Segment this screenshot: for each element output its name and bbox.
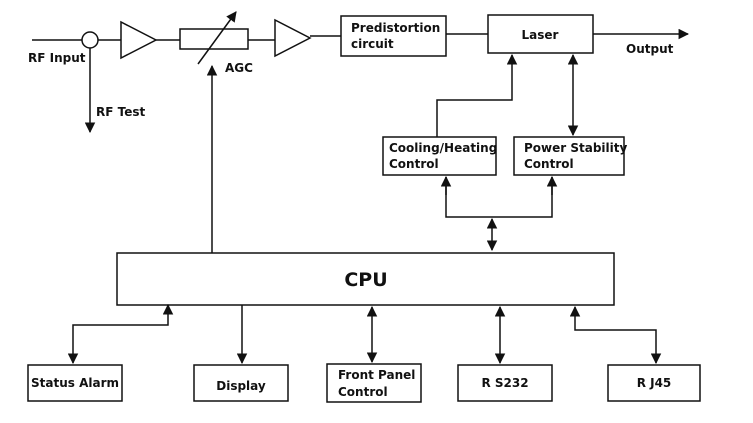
cooling-heating-control-block	[382, 136, 497, 176]
predistortion-label-line1: Predistortion	[351, 21, 440, 35]
rf-input-label: RF Input	[28, 51, 86, 65]
cooling-label-line2: Control	[389, 157, 439, 171]
laser-label: Laser	[522, 28, 559, 42]
rj45-label: R J45	[637, 376, 672, 390]
agc-label: AGC	[225, 61, 253, 75]
cpu-label: CPU	[344, 269, 387, 291]
power-control-bus-line	[492, 177, 553, 218]
predistortion-label-line2: circuit	[351, 37, 394, 51]
power-label-line2: Control	[524, 157, 574, 171]
cooling-to-laser-arrow	[436, 53, 518, 137]
cpu-block	[116, 252, 615, 306]
rj45-block	[607, 364, 701, 402]
display-label: Display	[216, 379, 266, 393]
agc-variable-arrow	[197, 11, 237, 65]
status-alarm-label: Status Alarm	[31, 376, 119, 390]
cooling-control-bus-line	[445, 177, 492, 218]
display-block	[193, 364, 289, 402]
cpu-rj45-arrow	[569, 305, 662, 365]
power-stability-control-block	[513, 136, 625, 176]
rs232-label: R S232	[481, 376, 528, 390]
laser-block	[487, 14, 594, 54]
rs232-block	[457, 364, 553, 402]
rf-coupler-circle	[81, 31, 99, 49]
rf-test-label: RF Test	[96, 105, 145, 119]
front-panel-label-line2: Control	[338, 385, 388, 399]
amplifier-1-icon	[120, 20, 158, 60]
status-alarm-block	[27, 364, 123, 402]
predistortion-circuit-block	[340, 15, 447, 57]
amplifier-2-icon	[274, 18, 312, 58]
front-panel-label-line1: Front Panel	[338, 368, 415, 382]
cpu-status-alarm-arrow	[67, 303, 174, 365]
front-panel-control-block	[326, 363, 422, 403]
output-label: Output	[626, 42, 674, 56]
agc-attenuator-block	[179, 28, 249, 50]
cooling-label-line1: Cooling/Heating	[389, 141, 497, 155]
power-label-line1: Power Stability	[524, 141, 628, 155]
